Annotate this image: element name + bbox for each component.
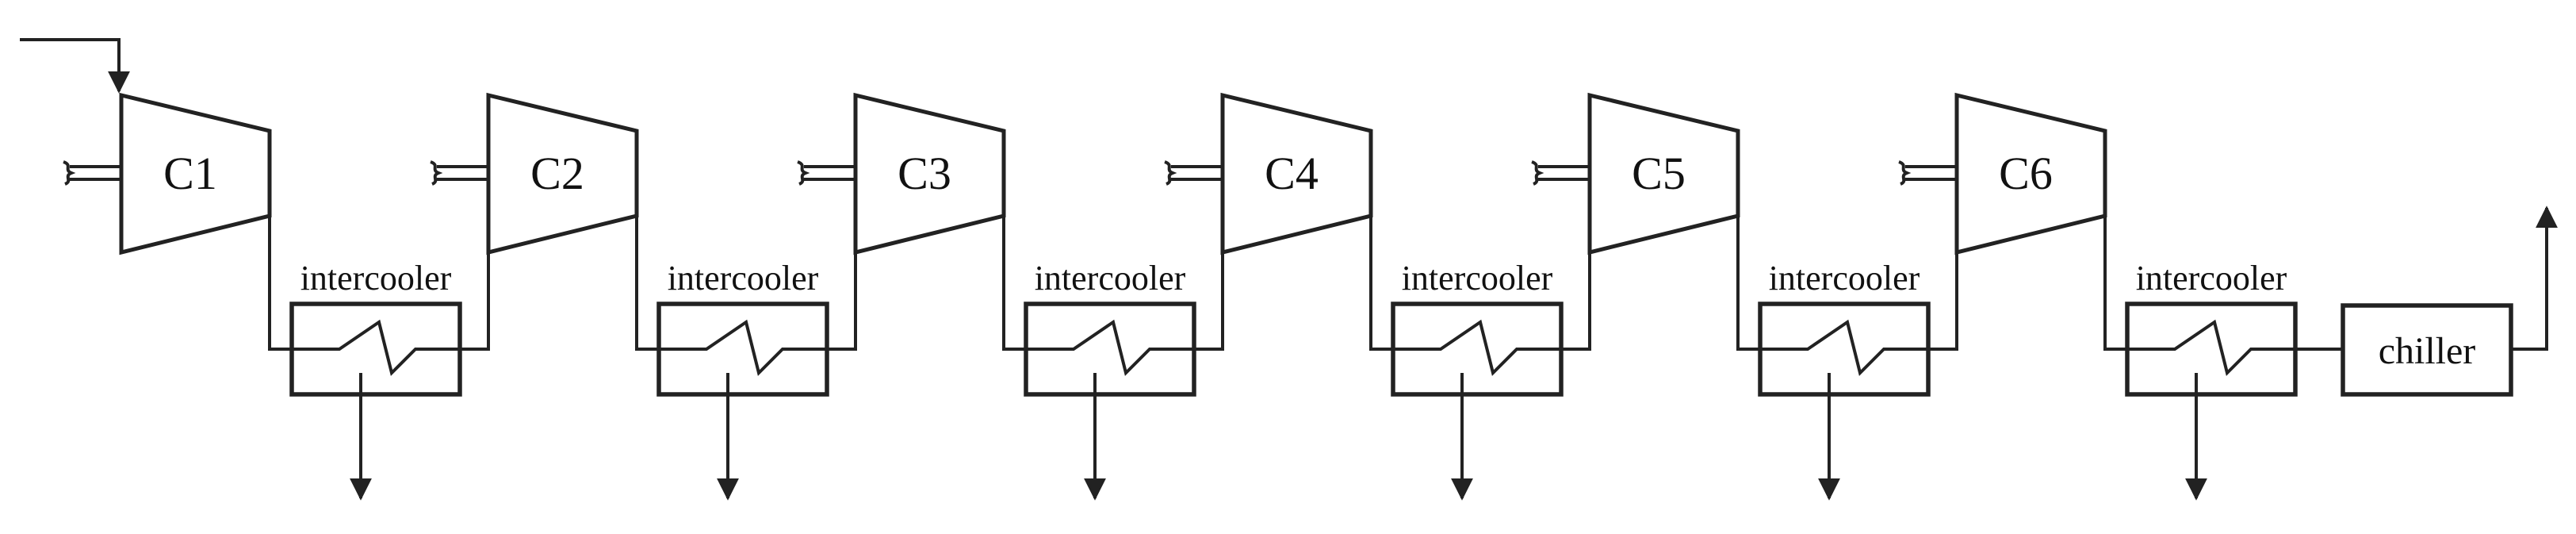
compressor-6-label: C6 (1999, 148, 2053, 199)
intercooler-2-label: intercooler (668, 259, 819, 298)
heat-exchanger-2-icon (659, 319, 827, 376)
intercooler-6-label: intercooler (2136, 259, 2287, 298)
compressor-1-outlet-line (268, 216, 292, 351)
stages-group: C1intercoolerC2intercoolerC3intercoolerC… (63, 92, 2343, 501)
intercooler-1-label: intercooler (300, 259, 452, 298)
shaft-3-icon (797, 160, 855, 186)
shaft-4-icon (1164, 160, 1223, 186)
stage-5: C5 intercooler (1531, 92, 1958, 501)
compressor-3-outlet-line (1002, 216, 1026, 351)
chiller-outlet-arrow (2511, 206, 2558, 351)
stage-2: C2 intercooler (430, 92, 857, 501)
interstage-line-3 (1194, 252, 1224, 351)
compressor-5-outlet-line (1736, 216, 1760, 351)
intercooler-3-label: intercooler (1035, 259, 1186, 298)
chiller-label: chiller (2379, 330, 2476, 372)
stage-3: C3 intercooler (797, 92, 1224, 501)
compressor-3-label: C3 (898, 148, 951, 199)
shaft-1-icon (63, 160, 121, 186)
heat-exchanger-5-icon (1760, 319, 1928, 376)
compressor-4-outlet-line (1369, 216, 1393, 351)
heat-exchanger-4-icon (1393, 319, 1561, 376)
heat-exchanger-1-icon (292, 319, 460, 376)
interstage-line-5 (1928, 252, 1958, 351)
shaft-5-icon (1531, 160, 1590, 186)
stage-6: C6 intercooler (1898, 92, 2343, 501)
intercooler-4-label: intercooler (1402, 259, 1553, 298)
heat-exchanger-6-icon (2127, 319, 2295, 376)
chiller-unit: chiller (2291, 206, 2558, 397)
heat-exchanger-3-icon (1026, 319, 1194, 376)
compressor-6-outlet-line (2103, 216, 2127, 351)
shaft-6-icon (1898, 160, 1957, 186)
feed-inlet-line (20, 38, 130, 94)
compressor-1-label: C1 (163, 148, 217, 199)
stage-4: C4 intercooler (1164, 92, 1591, 501)
interstage-line-1 (460, 252, 490, 351)
interstage-line-4 (1561, 252, 1591, 351)
intercooler-5-label: intercooler (1769, 259, 1920, 298)
compressor-2-label: C2 (530, 148, 584, 199)
compressor-5-label: C5 (1632, 148, 1686, 199)
compressor-2-outlet-line (635, 216, 659, 351)
chiller-box (2341, 303, 2513, 397)
interstage-line-2 (827, 252, 857, 351)
shaft-2-icon (430, 160, 488, 186)
compressor-4-label: C4 (1265, 148, 1319, 199)
stage-1: C1 intercooler (63, 92, 490, 501)
